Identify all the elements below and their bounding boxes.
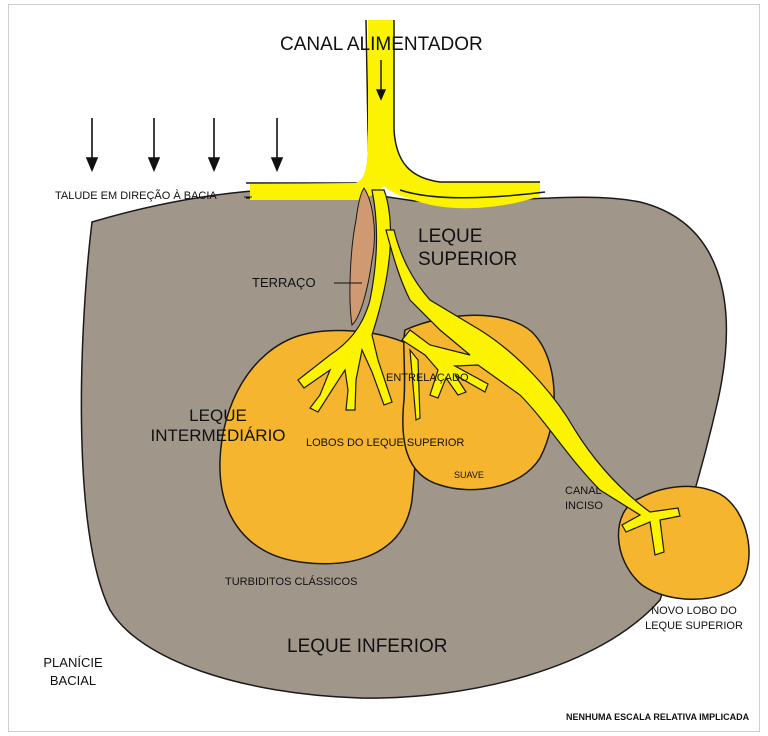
basin-plain-label: PLANÍCIE BACIAL [30, 654, 116, 689]
no-scale-note: NENHUMA ESCALA RELATIVA IMPLICADA [566, 712, 749, 722]
suprafan-lobes-label: LOBOS DO LEQUE SUPERIOR [306, 437, 464, 450]
feeder-channel-label: CANAL ALIMENTADOR [280, 34, 483, 56]
upper-fan-label: LEQUE SUPERIOR [418, 226, 517, 272]
classic-turbidites-label: TURBIDITOS CLÁSSICOS [225, 576, 357, 589]
braided-label: ENTRELAÇADO [386, 372, 469, 385]
smooth-label: SUAVE [454, 470, 484, 480]
middle-fan-label: LEQUE INTERMEDIÁRIO [143, 406, 293, 445]
lower-fan-label: LEQUE INFERIOR [287, 636, 447, 658]
incised-channel-label: CANAL INCISO [565, 484, 603, 514]
slope-arrows [87, 118, 282, 170]
new-suprafan-lobe-label: NOVO LOBO DO LEQUE SUPERIOR [634, 604, 754, 634]
slope-label: TALUDE EM DIREÇÃO À BACIA [55, 190, 217, 203]
terrace-label: TERRAÇO [252, 276, 316, 291]
